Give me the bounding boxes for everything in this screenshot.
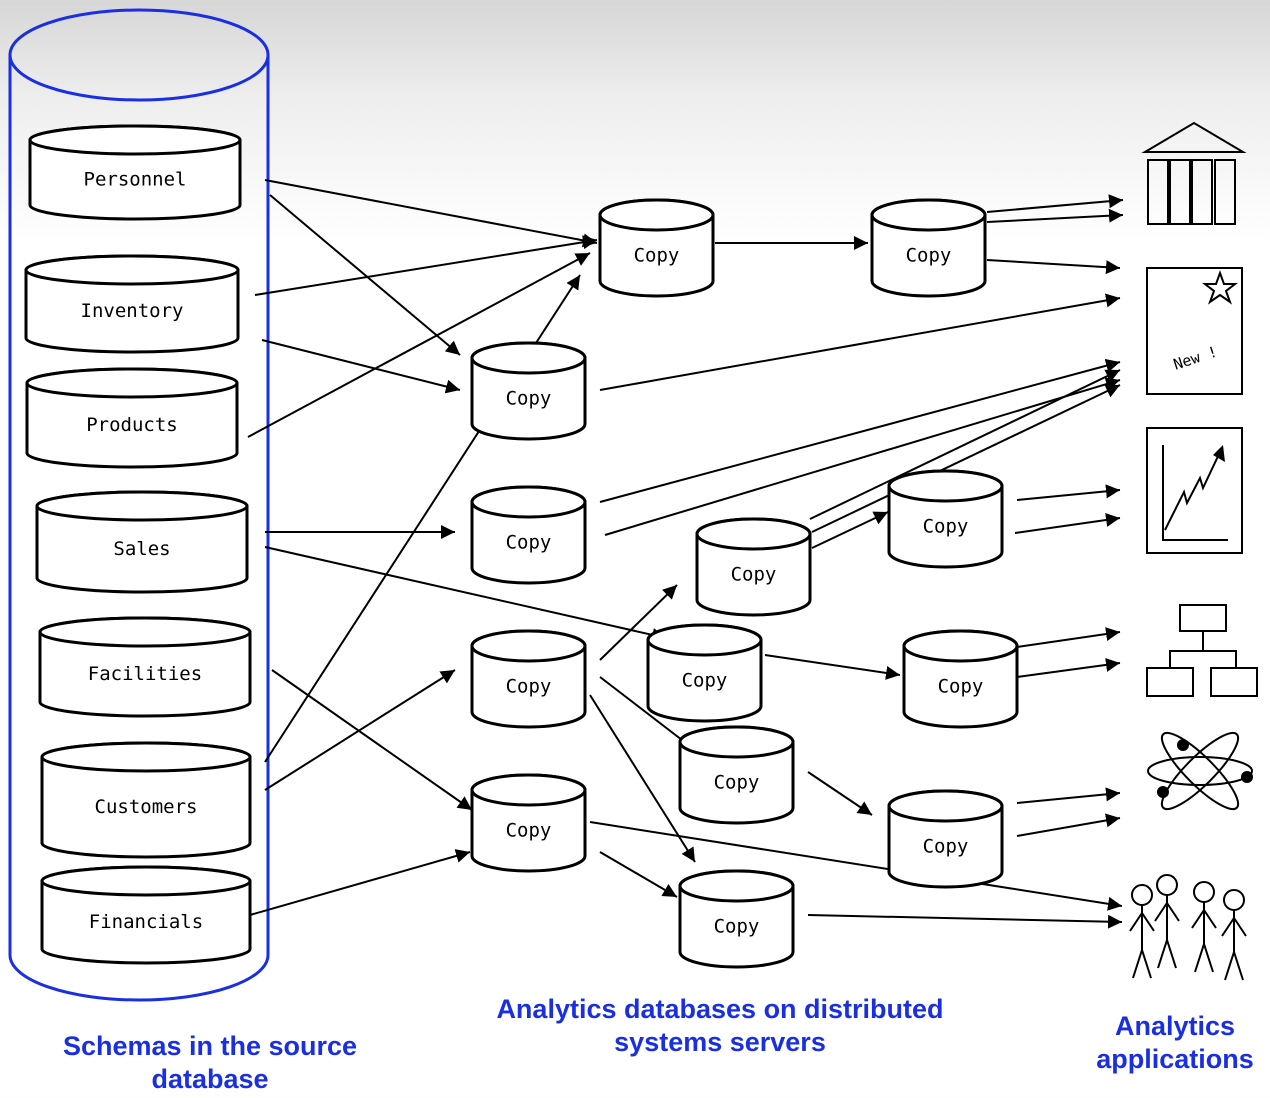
copy-database-c9: Copy [470,629,587,729]
schema-facilities: Facilities [38,616,252,718]
analytics-application-icons: New ! [1129,121,1258,981]
people-icon [1129,874,1247,981]
copy-database-c13-label: Copy [714,916,760,938]
schema-inventory-label: Inventory [81,300,184,322]
flow-arrow [1016,627,1121,648]
flow-arrow [589,694,696,863]
copy-database-c2-label: Copy [906,245,952,267]
flow-arrow [247,252,591,438]
copy-database-c5-label: Copy [923,516,969,538]
schema-financials: Financials [40,865,252,965]
source-database-caption: Schemas in the source database [62,1031,358,1094]
new-document-text: New ! [1171,343,1220,374]
schema-sales-label: Sales [113,538,170,560]
schema-inventory: Inventory [24,254,240,354]
flow-arrow [271,669,473,811]
flow-arrow [599,676,696,751]
schema-financials-label: Financials [89,911,203,933]
new-document-icon: New ! [1146,267,1243,395]
schema-customers: Customers [40,741,252,859]
copy-database-c7-label: Copy [682,670,728,692]
copy-database-c6-label: Copy [731,564,777,586]
flow-arrow [986,259,1121,275]
schema-personnel: Personnel [28,124,242,221]
analytics-applications-caption: Analytics applications [1096,1011,1254,1074]
flow-arrow [811,384,1121,533]
flow-arrow [1016,657,1121,678]
schema-facilities-label: Facilities [88,663,202,685]
copy-database-c10-label: Copy [714,772,760,794]
copy-database-c6: Copy [695,517,812,617]
copy-database-c3: Copy [470,341,587,441]
database-nodes: PersonnelInventoryProductsSalesFacilitie… [24,124,1019,969]
copy-database-c9-label: Copy [506,676,552,698]
flow-arrow [807,771,873,816]
copy-database-c3-label: Copy [506,388,552,410]
schema-customers-label: Customers [95,796,198,818]
copy-database-c5: Copy [887,469,1004,569]
copy-database-c4: Copy [470,485,587,585]
flow-arrow [1016,787,1121,804]
data-flow-arrows [247,179,1124,929]
copy-database-c12: Copy [887,789,1004,889]
copy-database-c2: Copy [870,198,987,298]
schema-personnel-label: Personnel [84,169,187,191]
trend-chart-icon [1146,427,1243,554]
schema-sales: Sales [35,490,249,594]
flow-arrow [809,369,1121,520]
flow-arrow [986,194,1124,213]
flow-arrow [1016,484,1121,501]
flow-arrow [764,654,901,680]
flow-arrow [264,546,667,642]
schema-products: Products [25,367,239,469]
flow-arrow [249,849,471,916]
flow-arrow [254,235,598,296]
flow-arrow [269,194,461,356]
org-chart-icon [1146,604,1258,697]
flow-arrow [261,339,461,394]
flow-arrow [1014,513,1121,534]
copy-database-c10: Copy [678,725,795,825]
flow-arrow [811,511,889,549]
copy-database-c1-label: Copy [634,245,680,267]
flow-arrow [599,851,678,898]
source-database-cylinder [8,8,270,1002]
flow-arrow [589,821,1123,911]
copy-database-c11: Copy [470,773,587,873]
copy-database-c11-label: Copy [506,820,552,842]
copy-database-c13: Copy [678,869,795,969]
copy-database-c7: Copy [646,623,763,723]
atom-icon [1147,731,1253,811]
copy-database-c4-label: Copy [506,532,552,554]
copy-database-c8-label: Copy [938,676,984,698]
flow-arrow [807,914,1123,929]
flow-arrow [599,293,1121,391]
flow-arrow [604,377,1121,536]
analytics-databases-caption: Analytics databases on distributed syste… [496,994,944,1057]
flow-arrow [986,208,1124,223]
flow-arrow [264,669,456,791]
schema-products-label: Products [86,414,178,436]
building-icon [1141,121,1247,225]
copy-database-c8: Copy [902,629,1019,729]
flow-arrow [1016,813,1121,837]
copy-database-c12-label: Copy [923,836,969,858]
flow-arrow [599,584,678,661]
flow-arrow [264,179,598,248]
copy-database-c1: Copy [598,198,715,298]
flow-arrow [599,358,1121,503]
